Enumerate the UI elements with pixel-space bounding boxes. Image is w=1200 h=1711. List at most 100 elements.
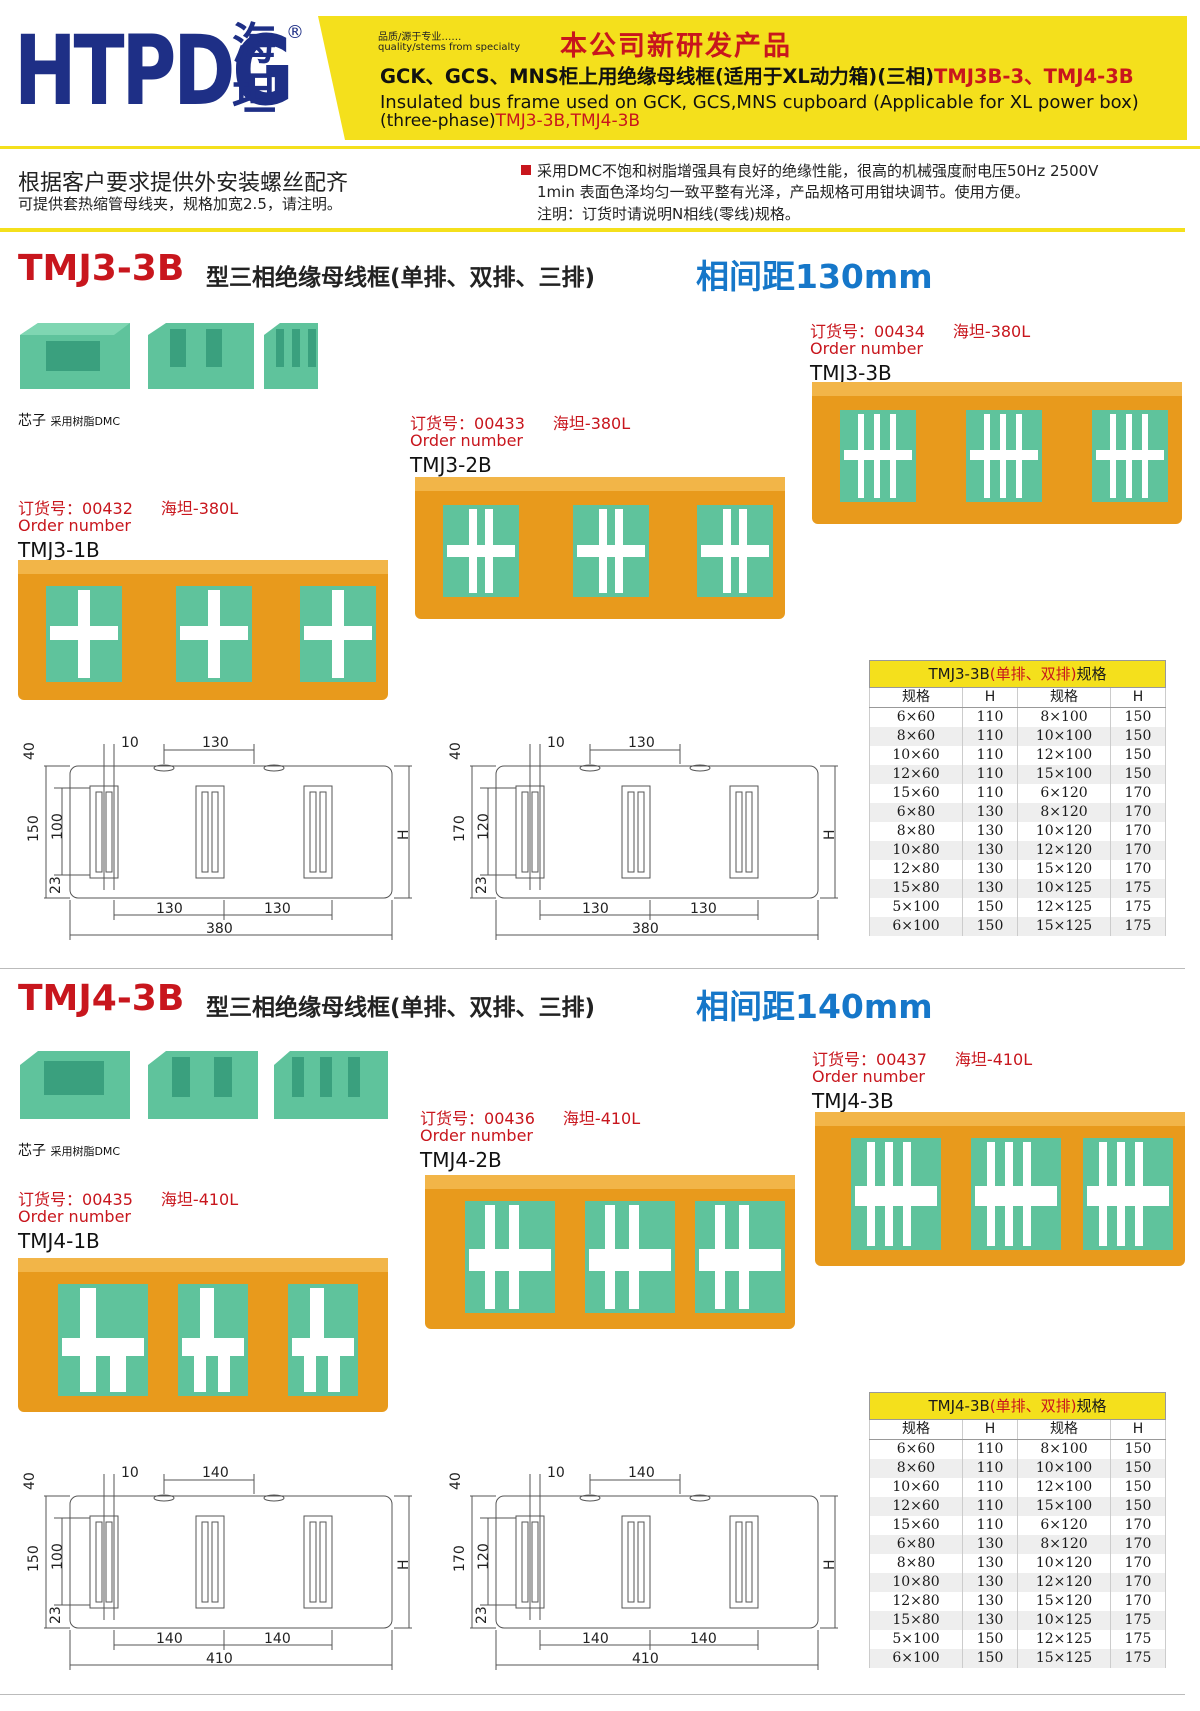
section-type: 型三相绝缘母线框(单排、双排、三排) xyxy=(206,995,596,1021)
header-line4-text: (three-phase) xyxy=(380,111,496,131)
order-brand: 海坦-410L xyxy=(562,1109,641,1128)
cell-spec: 6×120 xyxy=(1017,784,1111,803)
cell-height: 130 xyxy=(962,841,1018,860)
dim-h3: 120 xyxy=(476,1543,492,1570)
dim-top-gap: 10 xyxy=(121,1465,139,1481)
frame-image-single xyxy=(18,1258,388,1412)
cell-height: 110 xyxy=(962,727,1018,746)
core-caption: 芯子 采用树脂DMC xyxy=(18,1140,120,1160)
cell-spec: 10×100 xyxy=(1017,1459,1111,1478)
cell-spec: 10×80 xyxy=(869,841,963,860)
order-no: 00432 xyxy=(82,499,133,518)
cell-height: 150 xyxy=(1110,707,1166,727)
cell-height: 110 xyxy=(962,1516,1018,1535)
core-piece-triple xyxy=(264,323,318,389)
cell-spec: 15×125 xyxy=(1017,1649,1111,1668)
caption-rows: (单排、双排) xyxy=(989,1397,1077,1415)
dim-h2: 170 xyxy=(452,815,468,842)
cell-spec: 15×120 xyxy=(1017,860,1111,879)
cell-height: 150 xyxy=(962,1630,1018,1649)
core-piece-triple xyxy=(274,1051,388,1119)
dim-h3: 120 xyxy=(476,813,492,840)
cell-height: 175 xyxy=(1110,917,1166,936)
order-no: 00433 xyxy=(474,414,525,433)
col-header-h: H xyxy=(962,1419,1018,1440)
cell-spec: 10×100 xyxy=(1017,727,1111,746)
cell-spec: 10×80 xyxy=(869,1573,963,1592)
dimension-drawing-left: 10 130 40 150 100 23 130 130 380 H xyxy=(22,735,412,940)
col-header-spec: 规格 xyxy=(1017,687,1111,708)
section-spacing: 相间距130mm xyxy=(696,257,933,296)
registered-mark: ® xyxy=(286,22,304,43)
cell-spec: 8×100 xyxy=(1017,707,1111,727)
cell-spec: 12×60 xyxy=(869,1497,963,1516)
cell-spec: 15×80 xyxy=(869,1611,963,1630)
dim-bottom-pitch-1: 140 xyxy=(582,1631,609,1647)
order-label: 订货号： xyxy=(812,1050,877,1069)
intro-order-note: 注明：订货时请说明N相线(零线)规格。 xyxy=(537,205,800,223)
dim-bottom-pitch-1: 140 xyxy=(156,1631,183,1647)
cell-height: 150 xyxy=(1110,727,1166,746)
cell-height: 175 xyxy=(1110,898,1166,917)
intro-sleeve-note: 可提供套热缩管母线夹，规格加宽2.5，请注明。 xyxy=(18,195,342,213)
cell-height: 175 xyxy=(1110,879,1166,898)
cell-spec: 15×100 xyxy=(1017,1497,1111,1516)
caption-rows: (单排、双排) xyxy=(989,665,1077,683)
core-caption: 芯子 采用树脂DMC xyxy=(18,410,120,430)
dim-h2: 150 xyxy=(26,1545,42,1572)
dim-bottom-pitch-1: 130 xyxy=(582,901,609,917)
brand-logo-cn: 海坦 xyxy=(232,19,276,120)
cell-spec: 10×125 xyxy=(1017,1611,1111,1630)
intro-screws-note: 根据客户要求提供外安装螺丝配齐 xyxy=(18,171,349,196)
cell-spec: 15×60 xyxy=(869,784,963,803)
cell-height: 130 xyxy=(962,1554,1018,1573)
cell-height: 175 xyxy=(1110,1630,1166,1649)
cell-height: 110 xyxy=(962,1478,1018,1497)
cell-height: 150 xyxy=(962,917,1018,936)
order-label: 订货号： xyxy=(420,1109,485,1128)
cell-spec: 5×100 xyxy=(869,1630,963,1649)
cell-spec: 6×60 xyxy=(869,707,963,727)
order-label: 订货号： xyxy=(18,499,83,518)
order-no: 00435 xyxy=(82,1190,133,1209)
cell-height: 170 xyxy=(1110,1535,1166,1554)
core-piece-double xyxy=(148,1051,258,1119)
caption-model: TMJ4-3B xyxy=(928,1397,990,1415)
cell-height: 110 xyxy=(962,765,1018,784)
cell-spec: 12×100 xyxy=(1017,1478,1111,1497)
cell-height: 170 xyxy=(1110,803,1166,822)
dim-height-h: H xyxy=(396,1559,412,1570)
dimension-drawing-left: 10 140 40 150 100 23 140 140 410 H xyxy=(22,1465,412,1670)
cell-height: 170 xyxy=(1110,841,1166,860)
cell-height: 170 xyxy=(1110,822,1166,841)
caption-model: TMJ3-3B xyxy=(928,665,990,683)
tagline-en: quality/stems from specialty xyxy=(378,42,521,53)
cell-height: 150 xyxy=(1110,1497,1166,1516)
cell-spec: 6×100 xyxy=(869,917,963,936)
col-header-h: H xyxy=(1110,687,1166,708)
header-title: 本公司新研发产品 xyxy=(560,31,792,62)
cell-height: 130 xyxy=(962,860,1018,879)
dim-h4: 23 xyxy=(474,1606,490,1624)
dim-height-h: H xyxy=(822,1559,838,1570)
cell-height: 130 xyxy=(962,822,1018,841)
order-no: 00437 xyxy=(876,1050,927,1069)
cell-spec: 8×120 xyxy=(1017,803,1111,822)
cell-spec: 8×60 xyxy=(869,1459,963,1478)
cell-spec: 8×80 xyxy=(869,1554,963,1573)
dimension-drawing-right: 10 140 40 170 120 23 140 140 410 H xyxy=(448,1465,838,1670)
dim-h1: 40 xyxy=(22,742,38,760)
section-model: TMJ3-3B xyxy=(18,248,185,289)
cell-height: 110 xyxy=(962,1459,1018,1478)
cell-spec: 6×80 xyxy=(869,1535,963,1554)
dim-h1: 40 xyxy=(448,742,464,760)
